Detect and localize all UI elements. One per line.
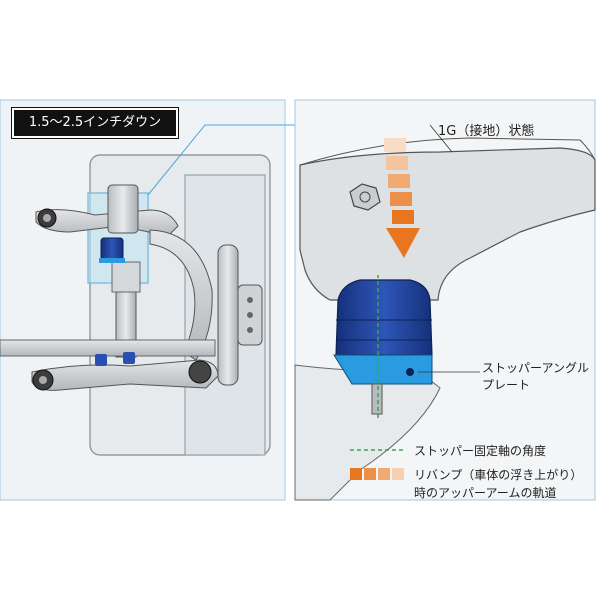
label-stopper-plate: ストッパーアングル プレート xyxy=(482,360,589,394)
upper-arm xyxy=(35,209,179,237)
legend-rebound: リバンプ（車体の浮き上がり） 時のアッパーアームの軌道 xyxy=(414,466,582,502)
brake-disc xyxy=(217,244,239,386)
label-1g-state: 1G（接地）状態 xyxy=(438,124,535,139)
lower-ball-joint xyxy=(188,360,212,384)
legend-orange-blocks xyxy=(350,468,404,480)
hub-bolt xyxy=(247,312,253,318)
hex-bolt-center xyxy=(359,191,371,203)
frame-zoomed xyxy=(294,364,441,501)
legend-rebound-line1: リバンプ（車体の浮き上がり） xyxy=(414,468,583,482)
legend-rebound-line2: 時のアッパーアームの軌道 xyxy=(414,486,557,500)
legend-symbols xyxy=(350,449,405,480)
right-panel-border xyxy=(294,99,596,501)
leader-1g xyxy=(429,124,453,153)
bump-stopper-small xyxy=(100,237,124,261)
plate-bolt xyxy=(406,368,414,376)
shock-absorber-top xyxy=(107,184,139,234)
drive-shaft xyxy=(0,339,216,357)
stopper-bolt xyxy=(371,383,383,415)
hub-bolt xyxy=(247,297,253,303)
lower-stopper-left xyxy=(95,354,107,366)
lower-arm-bushing-center xyxy=(39,376,47,384)
stopper-plate-small xyxy=(99,258,125,263)
stopper-angle-plate xyxy=(333,354,433,385)
bump-stopper xyxy=(335,279,433,356)
left-panel xyxy=(0,99,430,501)
stopper-ridges xyxy=(336,319,432,341)
label-stopper-plate-line2: プレート xyxy=(482,378,531,392)
shock-absorber-boot xyxy=(111,261,141,293)
left-panel-border xyxy=(0,99,286,501)
lowering-badge: 1.5〜2.5インチダウン xyxy=(11,107,179,139)
hub-bolt xyxy=(247,327,253,333)
hex-bolt xyxy=(349,183,381,211)
legend-stopper-axis: ストッパー固定軸の角度 xyxy=(414,444,547,458)
right-panel xyxy=(294,99,596,501)
upper-arm-zoomed xyxy=(299,147,596,301)
lower-stopper-right xyxy=(123,352,135,364)
upper-arm-bushing-center xyxy=(43,214,51,222)
label-stopper-plate-line1: ストッパーアングル xyxy=(482,361,590,375)
rebound-arrow xyxy=(384,138,420,258)
upper-arm-zoomed-top xyxy=(299,137,596,166)
